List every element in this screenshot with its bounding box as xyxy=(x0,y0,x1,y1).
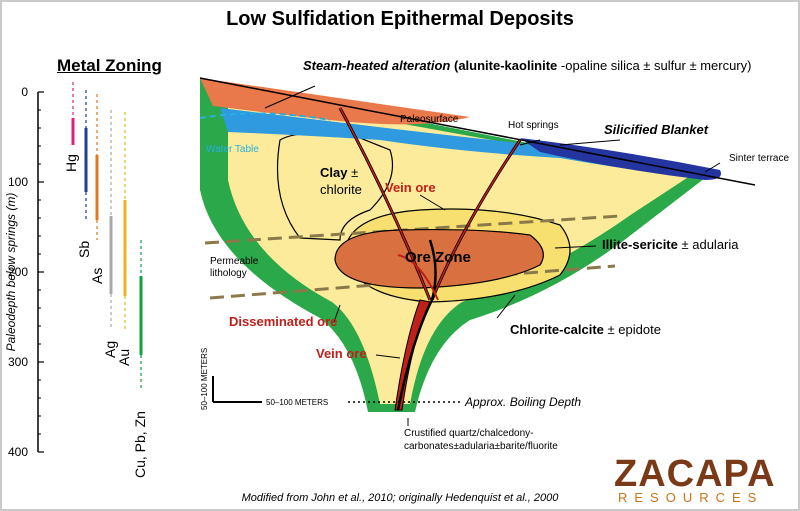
figure-caption: Modified from John et al., 2010; origina… xyxy=(241,492,559,504)
metal-label-ag: Ag xyxy=(102,341,118,358)
ore-zone-label: Ore Zone xyxy=(405,249,471,266)
paleosurface-label: Paleosurface xyxy=(400,114,459,125)
hot-springs-label: Hot springs xyxy=(508,120,559,131)
chlorite-label: chlorite xyxy=(320,182,362,197)
tick-0: 0 xyxy=(21,85,28,99)
figure-title: Low Sulfidation Epithermal Deposits xyxy=(226,8,574,30)
metal-label-hg: Hg xyxy=(63,154,79,172)
permeable-label: Permeable xyxy=(210,256,259,267)
vein-mid xyxy=(428,239,437,301)
vein-ore-bottom-label: Vein ore xyxy=(316,346,367,361)
tick-400: 400 xyxy=(8,445,28,459)
scale-vertical-label: 50–100 METERS xyxy=(200,348,209,410)
clay-label: Clay ± xyxy=(320,165,358,180)
metal-label-cu-pb-zn: Cu, Pb, Zn xyxy=(132,411,148,478)
vein-left-red xyxy=(339,107,431,301)
illite-sericite-label: Illite-sericite ± adularia xyxy=(602,237,739,252)
ore-zone-body xyxy=(334,228,544,289)
permeable-layer-bottom xyxy=(209,264,616,300)
metal-zoning-axis: 0 100 200 300 400 Paleodepth below sprin… xyxy=(4,85,44,459)
zacapa-logo: ZACAPA RESOURCES xyxy=(614,453,776,504)
vein-lower xyxy=(396,299,434,411)
metal-label-sb: Sb xyxy=(76,241,92,258)
scale-horizontal-label: 50–100 METERS xyxy=(266,398,328,407)
silicified-blanket-label: Silicified Blanket xyxy=(604,122,709,137)
tick-100: 100 xyxy=(8,175,28,189)
crustified-label-1: Crustified quartz/chalcedony- xyxy=(404,428,534,439)
metal-bars xyxy=(71,82,143,390)
tick-200: 200 xyxy=(8,265,28,279)
lithology-label: lithology xyxy=(210,268,247,279)
logo-subtitle: RESOURCES xyxy=(618,490,763,504)
water-table-line xyxy=(199,112,331,121)
logo-wordmark: ZACAPA xyxy=(614,453,776,495)
paleodepth-axis-label: Paleodepth below springs (m) xyxy=(4,193,18,352)
permeable-layer-top xyxy=(204,214,621,245)
chlorite-calcite-label: Chlorite-calcite ± epidote xyxy=(510,322,661,337)
vein-branch xyxy=(397,254,439,301)
metal-zoning-title: Metal Zoning xyxy=(57,56,162,75)
steam-heated-label: Steam-heated alteration (alunite-kaolini… xyxy=(303,58,751,73)
vein-right-red xyxy=(431,139,521,301)
metal-label-as: As xyxy=(89,268,105,284)
steam-heated-zone xyxy=(200,78,470,125)
crustified-label-2: carbonates±adularia±barite/fluorite xyxy=(404,441,558,452)
metal-label-au: Au xyxy=(116,349,132,366)
tick-300: 300 xyxy=(8,355,28,369)
vein-ore-top-label: Vein ore xyxy=(385,180,436,195)
boiling-depth-label: Approx. Boiling Depth xyxy=(464,395,581,409)
sinter-terrace-label: Sinter terrace xyxy=(729,153,789,164)
disseminated-ore-label: Disseminated ore xyxy=(229,314,337,329)
water-table-label: Water Table xyxy=(206,144,259,155)
